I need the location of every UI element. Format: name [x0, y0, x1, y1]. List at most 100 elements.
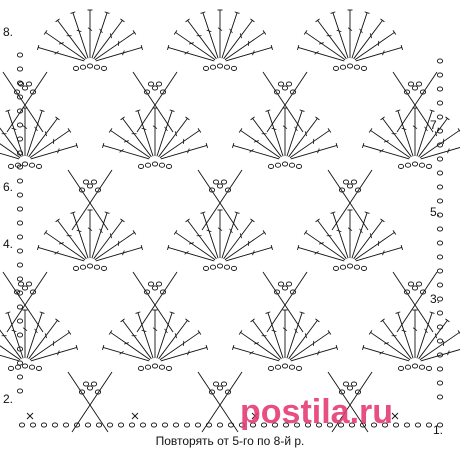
stitch-crossbar [54, 51, 59, 55]
treble-stitch [57, 20, 87, 60]
chain-stitch [411, 363, 419, 369]
treble-stitch [382, 320, 412, 360]
chain-stitch [436, 324, 444, 330]
chain-stitch [16, 374, 24, 380]
treble-stitch [202, 212, 219, 259]
stitch-top-bar [5, 109, 11, 112]
chain-stitch [72, 265, 80, 271]
cluster-leg [67, 169, 109, 231]
treble-stitch [252, 320, 282, 360]
chain-stitch [436, 184, 444, 190]
chain-stitch [353, 64, 361, 70]
single-crochet-stitch [26, 412, 34, 420]
stitch-crossbar [152, 125, 158, 130]
stitch-top-bar [102, 344, 105, 351]
chain-stitch [359, 422, 367, 428]
chain-stitch [419, 289, 427, 295]
chain-stitch [397, 365, 405, 371]
chain-stitch [28, 364, 36, 370]
stitch-top-bar [173, 30, 178, 35]
chain-stitch [94, 389, 102, 395]
treble-stitch [420, 147, 460, 160]
treble-stitch [305, 232, 346, 261]
chain-stitch [425, 422, 433, 428]
cluster-leg [71, 169, 113, 231]
chain-stitch [86, 385, 94, 391]
chain-stitch [354, 389, 362, 395]
stitch-crossbar [119, 351, 124, 355]
stitch-crossbar [122, 50, 125, 56]
chain-stitch [281, 85, 289, 91]
chain-stitch [249, 422, 257, 428]
treble-stitch [187, 20, 217, 60]
chain-stitch [223, 64, 231, 70]
stitch-top-bar [250, 116, 255, 121]
stitch-crossbar [434, 131, 437, 137]
treble-stitch [57, 220, 87, 260]
cluster-leg [2, 71, 44, 133]
stitch-top-bar [362, 344, 365, 351]
stitch-crossbar [382, 50, 385, 56]
stitch-top-bar [120, 218, 125, 223]
stitch-top-bar [120, 116, 125, 121]
chain-stitch [16, 262, 24, 268]
chain-stitch [293, 422, 301, 428]
treble-stitch [416, 110, 433, 157]
chain-stitch [436, 170, 444, 176]
stitch-top-bar [232, 142, 235, 149]
stitch-top-bar [368, 128, 373, 133]
chain-stitch [407, 81, 415, 87]
stitch-top-bar [200, 211, 206, 214]
chain-stitch [143, 89, 151, 95]
chain-stitch [90, 381, 98, 387]
chain-stitch [342, 179, 350, 185]
chain-stitch [172, 422, 180, 428]
stitch-top-bar [400, 244, 403, 251]
stitch-top-bar [327, 128, 332, 133]
stitch-crossbar [34, 328, 38, 334]
stitch-crossbar [252, 250, 255, 256]
chain-stitch [411, 285, 419, 291]
stitch-top-bar [55, 116, 60, 121]
treble-stitch [305, 32, 346, 61]
cluster-leg [266, 271, 308, 333]
chain-stitch [346, 263, 354, 269]
stitch-crossbar [119, 149, 124, 153]
treble-stitch [298, 247, 345, 262]
stitch-crossbar [58, 242, 64, 245]
row-label-1: 1. [433, 423, 444, 437]
stitch-crossbar [99, 28, 103, 34]
chain-stitch [271, 422, 279, 428]
chain-stitch [25, 281, 33, 287]
chain-stitch [436, 100, 444, 106]
cluster-leg [67, 371, 109, 433]
stitch-crossbar [54, 251, 59, 255]
stitch-crossbar [76, 29, 82, 33]
treble-stitch [30, 347, 77, 362]
stitch-top-bar [315, 218, 320, 223]
chain-stitch [223, 264, 231, 270]
stitch-top-bar [265, 109, 271, 112]
treble-stitch [353, 20, 383, 60]
treble-stitch [267, 312, 284, 359]
chain-stitch [267, 163, 275, 169]
stitch-crossbar [57, 148, 60, 154]
chain-stitch [285, 81, 293, 87]
stitch-top-bar [167, 44, 170, 51]
stitch-top-bar [108, 128, 113, 133]
chain-stitch [436, 240, 444, 246]
chain-stitch [220, 179, 228, 185]
chain-stitch [289, 289, 297, 295]
treble-stitch [221, 12, 238, 59]
chain-stitch [403, 422, 411, 428]
cluster-leg [392, 71, 434, 133]
chain-stitch [230, 265, 238, 271]
stitch-crossbar [434, 333, 437, 339]
chain-stitch [16, 346, 24, 352]
stitch-top-bar [37, 44, 40, 51]
stitch-crossbar [34, 126, 38, 132]
chain-stitch [315, 422, 323, 428]
stitch-crossbar [187, 148, 190, 154]
stitch-top-bar [395, 109, 401, 112]
cluster-leg [2, 271, 44, 333]
